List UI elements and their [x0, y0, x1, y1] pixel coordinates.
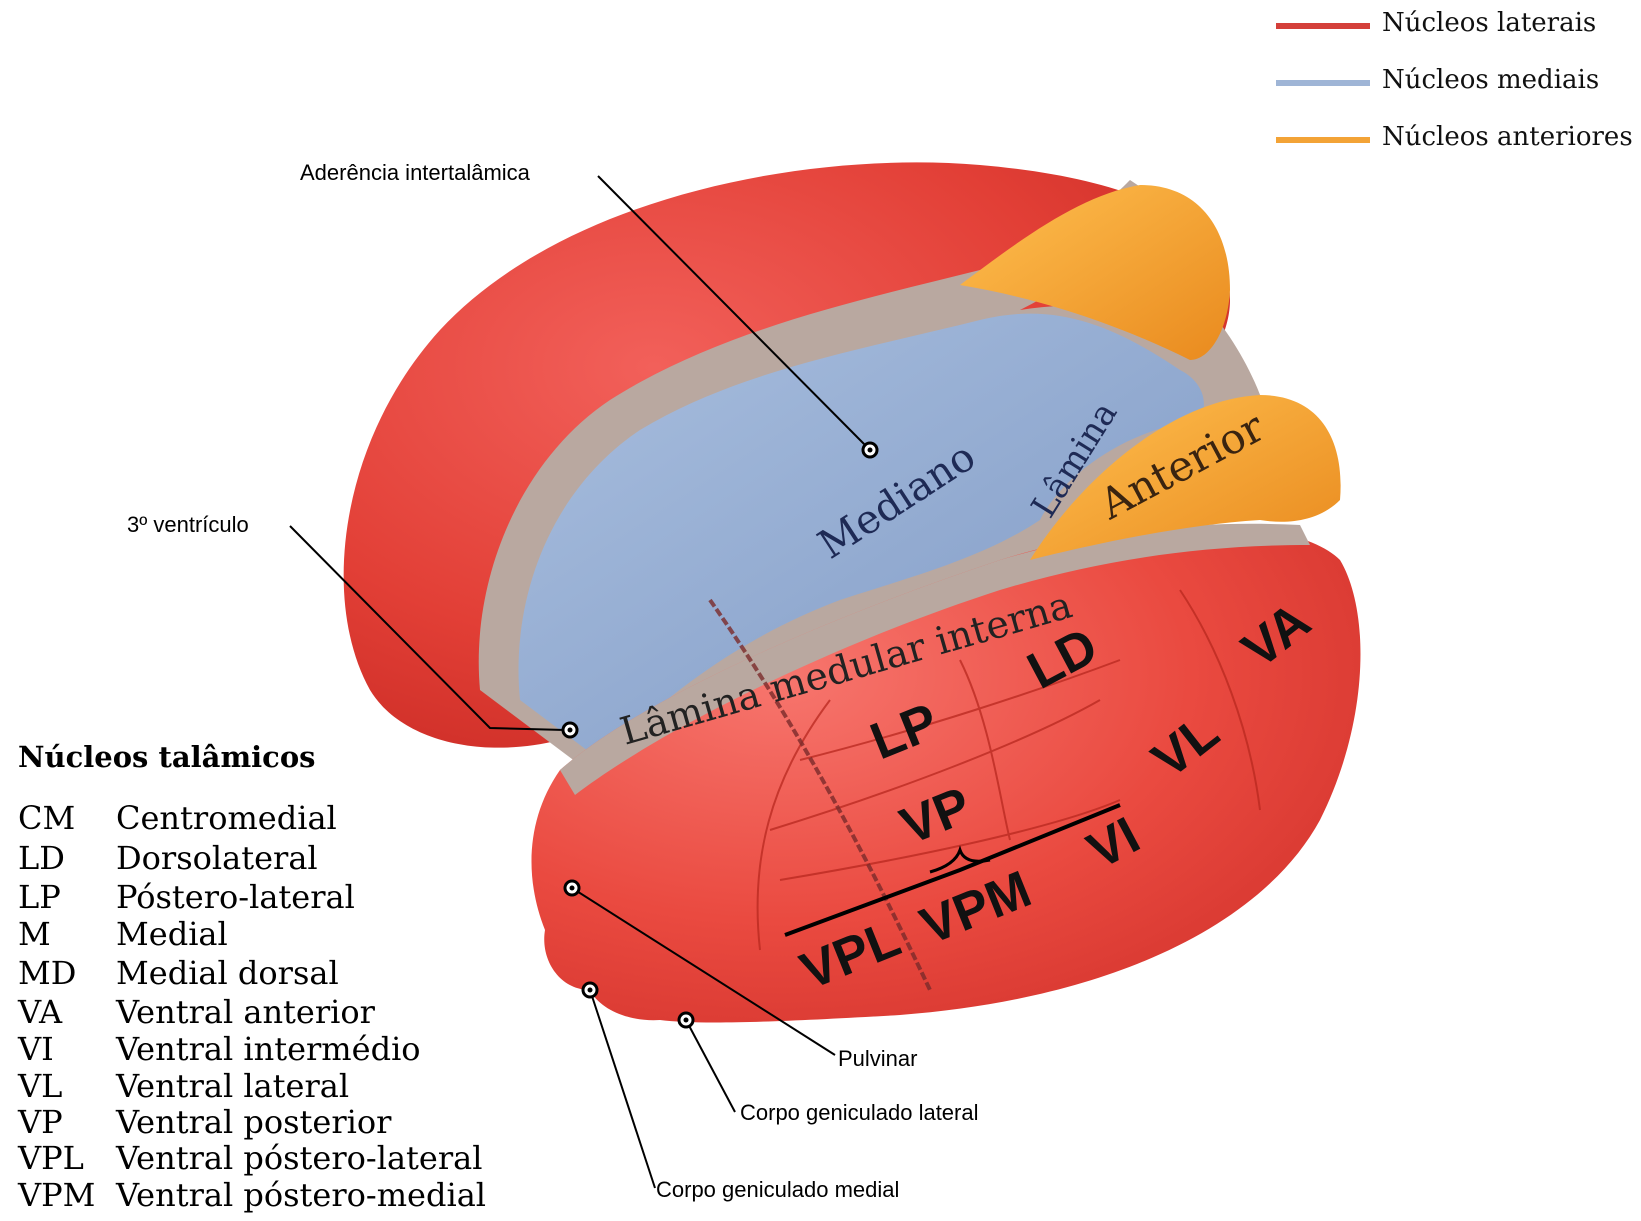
callout-pulvinar: Pulvinar	[838, 1046, 917, 1072]
key-name: Medial dorsal	[116, 954, 339, 992]
callout-corpo-geniculado-medial: Corpo geniculado medial	[656, 1177, 899, 1203]
key-abbr: CM	[18, 800, 116, 836]
callout-terceiro-ventriculo: 3º ventrículo	[127, 512, 249, 538]
key-name: Ventral posterior	[116, 1103, 391, 1141]
key-abbr: VPL	[18, 1140, 116, 1176]
key-name: Dorsolateral	[116, 839, 318, 877]
key-abbr: VPM	[18, 1177, 116, 1213]
key-abbr: LD	[18, 840, 116, 876]
callout-aderencia-intertalamica: Aderência intertalâmica	[300, 160, 530, 186]
key-name: Medial	[116, 915, 228, 953]
callout-corpo-geniculado-lateral: Corpo geniculado lateral	[740, 1100, 979, 1126]
key-abbr: LP	[18, 879, 116, 915]
key-abbr: VP	[18, 1104, 116, 1140]
key-name: Ventral póstero-medial	[116, 1176, 486, 1214]
key-abbr: MD	[18, 955, 116, 991]
key-name: Ventral anterior	[116, 993, 375, 1031]
key-name: Ventral póstero-lateral	[116, 1139, 482, 1177]
key-abbr: M	[18, 916, 116, 952]
key-name: Ventral intermédio	[116, 1030, 421, 1068]
key-abbr: VI	[18, 1031, 116, 1067]
key-title: Núcleos talâmicos	[18, 740, 316, 774]
key-name: Ventral lateral	[116, 1067, 349, 1105]
key-abbr: VA	[18, 994, 116, 1030]
key-name: Póstero-lateral	[116, 878, 355, 916]
key-name: Centromedial	[116, 799, 337, 837]
key-abbr: VL	[18, 1068, 116, 1104]
